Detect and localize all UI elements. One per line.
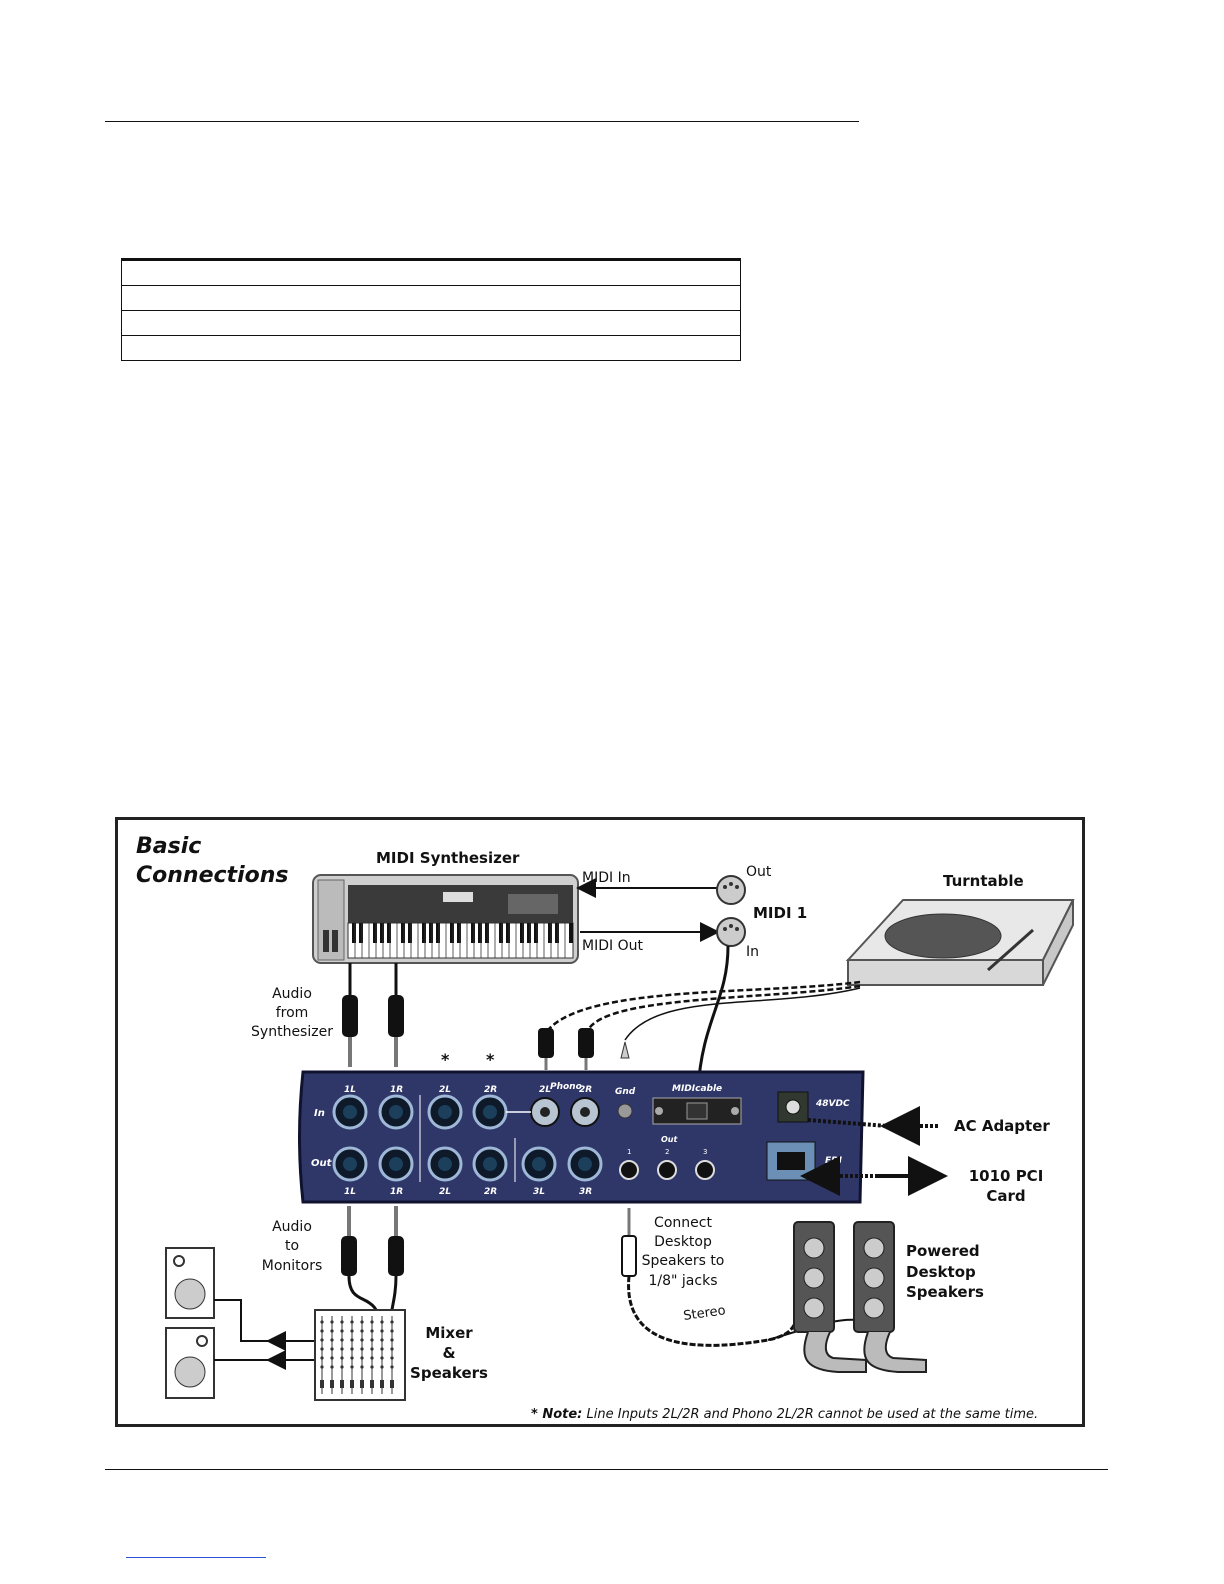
- asterisk-2r: *: [486, 1050, 495, 1069]
- empty-table: [121, 258, 741, 361]
- rca-plug-left: [538, 1028, 554, 1070]
- midi-out-connector-icon: [716, 875, 746, 905]
- pci-card-line1: 1010 PCI: [969, 1167, 1044, 1185]
- audio-to-monitors-line1: Audio: [272, 1219, 312, 1235]
- monitor-speaker-bottom-icon: [165, 1327, 215, 1399]
- table-row: [121, 258, 741, 286]
- panel-in-label: In: [314, 1108, 325, 1119]
- synthesizer-keyboard-icon: [312, 874, 579, 964]
- mini-out-2: 2: [665, 1148, 669, 1156]
- mixer-line3: Speakers: [410, 1364, 488, 1382]
- panel-gnd-label: Gnd: [615, 1087, 636, 1097]
- mini-out-label: Out: [661, 1135, 678, 1144]
- diagram-title-line2: Connections: [136, 863, 288, 888]
- midi-in-connector-icon: [716, 917, 746, 947]
- footer-rule: [105, 1469, 1108, 1470]
- table-row: [121, 310, 741, 336]
- asterisk-2l: *: [441, 1050, 450, 1069]
- panel-jacks: 1L 1R 2L 2R 2L 2R 1L 1R 2L 2R 3L 3R: [332, 1085, 603, 1197]
- mixer-line2: &: [442, 1344, 455, 1362]
- powered-speakers-line3: Speakers: [906, 1283, 984, 1301]
- panel-out-label: Out: [311, 1158, 333, 1169]
- stereo-label: Stereo: [682, 1303, 726, 1324]
- note: * Note: Line Inputs 2L/2R and Phono 2L/2…: [531, 1407, 1038, 1422]
- audio-from-synth-line3: Synthesizer: [251, 1024, 333, 1040]
- connect-desktop-line1: Connect: [654, 1215, 712, 1231]
- turntable-label: Turntable: [943, 872, 1024, 890]
- diagram-title-line1: Basic: [136, 834, 201, 859]
- midi-out-label: MIDI Out: [582, 938, 643, 954]
- basic-connections-diagram: Basic Connections MIDI Synthesizer MIDI …: [115, 817, 1085, 1427]
- monitor-speaker-top-icon: [165, 1247, 215, 1319]
- powered-desktop-speakers-icon: [793, 1221, 927, 1373]
- mini-jack-3: [695, 1160, 715, 1180]
- powered-speakers-line2: Desktop: [906, 1263, 976, 1281]
- panel-phono-label: Phono: [550, 1082, 582, 1092]
- pci-card-line2: Card: [986, 1187, 1025, 1205]
- panel-edi-label: EDI: [825, 1156, 843, 1166]
- mini-out-3: 3: [703, 1148, 707, 1156]
- panel-phono-jack-label: 2L: [539, 1085, 551, 1095]
- midi-port-in-label: In: [746, 944, 759, 960]
- table-row: [121, 285, 741, 311]
- connect-desktop-line3: Speakers to: [642, 1253, 725, 1269]
- midi-in-label: MIDI In: [582, 870, 631, 886]
- midi-port-out-label: Out: [746, 864, 772, 880]
- panel-in-jack-label: 2L: [439, 1085, 451, 1095]
- panel-out-jack-label: 2L: [439, 1187, 451, 1197]
- midi-synth-label: MIDI Synthesizer: [376, 849, 520, 867]
- panel-out-jack-label: 2R: [484, 1187, 497, 1197]
- synth-audio-cable-left: [342, 963, 358, 1067]
- mini-jack-1: [619, 1160, 639, 1180]
- mixer-line1: Mixer: [425, 1324, 473, 1342]
- footer-link-underline[interactable]: [126, 1557, 266, 1558]
- panel-out-jack-label: 3R: [579, 1187, 592, 1197]
- panel-phono-jack-label: 2R: [579, 1085, 592, 1095]
- turntable-icon: [845, 899, 1075, 986]
- header-rule: [105, 121, 859, 122]
- piano-keys: [347, 923, 573, 958]
- table-row: [121, 335, 741, 361]
- note-text: Line Inputs 2L/2R and Phono 2L/2R cannot…: [582, 1407, 1038, 1422]
- ac-adapter-label: AC Adapter: [954, 1117, 1050, 1135]
- mini-jack-2: [657, 1160, 677, 1180]
- mixer-icon: [314, 1309, 406, 1401]
- midi1-label: MIDI 1: [753, 904, 807, 922]
- edi-network-port-icon: [766, 1141, 816, 1181]
- rca-plug-right: [578, 1028, 594, 1070]
- audio-from-synth-line1: Audio: [272, 986, 312, 1002]
- dc-power-jack-icon: [777, 1091, 809, 1123]
- synth-audio-cable-right: [388, 963, 404, 1067]
- panel-in-jack-label: 2R: [484, 1085, 497, 1095]
- panel-dc-label: 48VDC: [815, 1099, 850, 1109]
- midi-cable-port-icon: [652, 1097, 742, 1125]
- panel-out-jack-label: 1L: [344, 1187, 356, 1197]
- panel-midi-cable-label: MIDIcable: [672, 1084, 722, 1094]
- connect-desktop-line2: Desktop: [654, 1234, 712, 1250]
- panel-out-jack-label: 3L: [533, 1187, 545, 1197]
- panel-out-jack-label: 1R: [390, 1187, 403, 1197]
- mini-out-1: 1: [627, 1148, 631, 1156]
- powered-speakers-line1: Powered: [906, 1242, 980, 1260]
- audio-to-monitors-line3: Monitors: [262, 1258, 323, 1274]
- panel-in-jack-label: 1R: [390, 1085, 403, 1095]
- connect-desktop-line4: 1/8" jacks: [649, 1273, 718, 1289]
- audio-to-monitors-line2: to: [285, 1238, 299, 1254]
- panel-in-jack-label: 1L: [344, 1085, 356, 1095]
- note-prefix: * Note:: [531, 1407, 582, 1422]
- ground-screw-icon: [617, 1103, 633, 1119]
- audio-from-synth-line2: from: [276, 1005, 309, 1021]
